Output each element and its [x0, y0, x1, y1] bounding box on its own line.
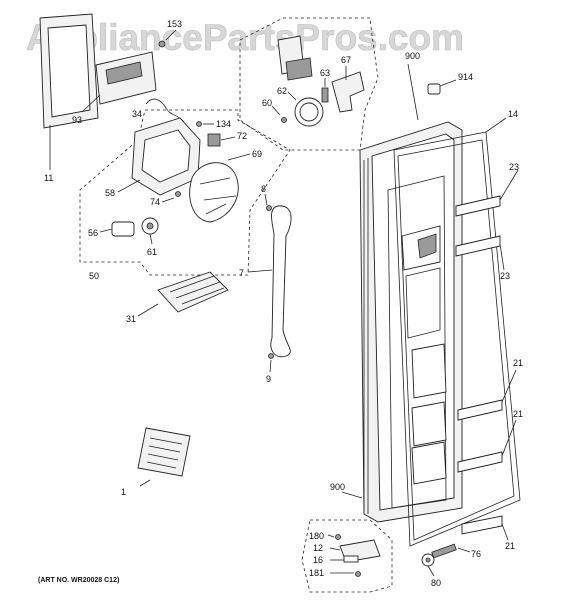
callout-23-upper: 23 [509, 162, 519, 172]
callout-21-a: 21 [513, 358, 523, 368]
part-9-screw [268, 353, 274, 373]
callout-93: 93 [72, 115, 82, 125]
callout-7: 7 [239, 268, 244, 278]
callout-23-lower: 23 [500, 271, 510, 281]
callout-11: 11 [44, 173, 53, 183]
callout-60: 60 [262, 98, 272, 108]
part-31-drip-tray [137, 271, 229, 317]
callout-16: 16 [313, 555, 323, 565]
part-74-screw [161, 191, 181, 203]
callout-63: 63 [320, 68, 330, 78]
part-900-door-assembly [341, 63, 463, 523]
part-72-switch [207, 133, 236, 147]
part-61-gear [141, 217, 159, 245]
part-56-motor [99, 221, 135, 237]
part-valve-bracket [277, 35, 313, 81]
part-914-cap [427, 79, 457, 95]
callout-9: 9 [266, 374, 271, 384]
valve-assembly-group-outline [239, 17, 379, 151]
part-21-bin-bar-3 [461, 515, 509, 541]
part-67-bracket [331, 66, 365, 113]
callout-12: 12 [313, 543, 323, 553]
part-14-door-gasket [393, 117, 521, 547]
callout-67: 67 [341, 55, 351, 65]
callout-76: 76 [471, 549, 481, 559]
callout-134: 134 [216, 119, 231, 129]
part-23-upper-bar [455, 169, 519, 217]
callout-180: 180 [309, 531, 324, 541]
callout-914: 914 [458, 72, 473, 82]
part-76-hinge-pin [431, 543, 471, 559]
part-1-owners-manual [137, 427, 191, 487]
callout-58: 58 [105, 188, 115, 198]
part-34-wiring [145, 98, 185, 123]
callout-21-b: 21 [513, 409, 523, 419]
part-60-screw [271, 105, 287, 123]
callout-69: 69 [252, 149, 262, 159]
part-23-lower-bar [455, 235, 505, 271]
part-7-door-handle [247, 205, 292, 358]
part-180-screw [327, 534, 341, 540]
callout-8: 8 [261, 184, 266, 194]
callout-56: 56 [88, 228, 98, 238]
callout-14: 14 [508, 109, 518, 119]
callout-50: 50 [89, 271, 99, 281]
part-153-screw [158, 29, 177, 48]
callout-34: 34 [132, 109, 142, 119]
art-number: (ART NO. WR20028 C12) [38, 577, 119, 584]
hinge-hardware-group-outline [301, 519, 393, 593]
callout-181: 181 [309, 568, 324, 578]
callout-74: 74 [150, 197, 160, 207]
part-134-screw [196, 121, 214, 127]
callout-61: 61 [147, 247, 157, 257]
callout-900-top: 900 [405, 51, 420, 61]
callout-62: 62 [277, 86, 287, 96]
part-80-washer [421, 553, 435, 577]
callout-21-c: 21 [505, 541, 515, 551]
callout-900-bottom: 900 [330, 482, 345, 492]
part-63-clip [321, 78, 329, 103]
part-11-dispenser-frame [39, 13, 99, 170]
callout-80: 80 [431, 578, 441, 588]
watermark-text: AppliancePartsPros.com [26, 17, 464, 58]
part-21-bin-bar-2 [457, 419, 517, 473]
part-21-bin-bar-1 [457, 369, 517, 421]
callout-31: 31 [126, 314, 136, 324]
part-181-screw [330, 571, 361, 577]
callout-72: 72 [237, 131, 247, 141]
callout-153: 153 [167, 19, 182, 29]
part-58-dispenser-housing [117, 117, 201, 196]
part-62-gasket-ring [287, 91, 324, 127]
callout-1: 1 [121, 487, 126, 497]
part-16-spacer [330, 555, 359, 563]
part-93-control-board [81, 51, 157, 113]
part-8-screw [264, 193, 272, 211]
part-69-fan-blade [189, 153, 251, 223]
dispenser-assembly-group-outline [79, 109, 291, 276]
